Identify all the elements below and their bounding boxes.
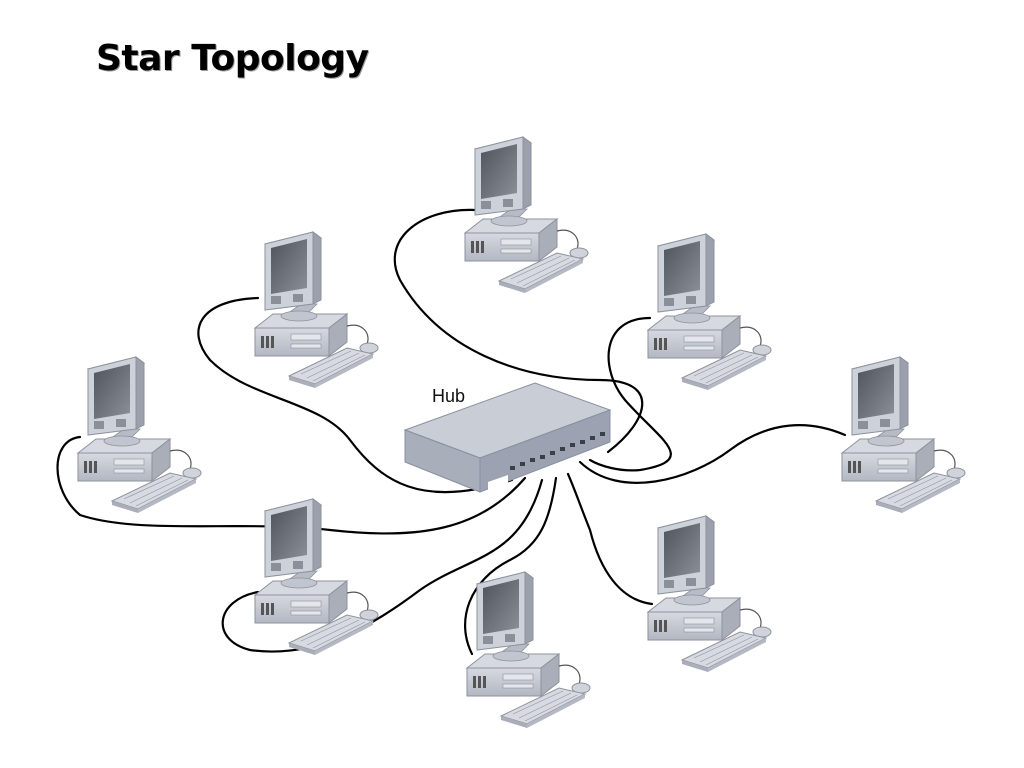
computer-right <box>841 356 966 514</box>
computer-bottom-center <box>466 571 591 729</box>
cable-bottom-center <box>464 476 558 656</box>
cable-right <box>578 424 847 484</box>
computer-lower-left <box>254 498 379 656</box>
page-title: Star Topology <box>96 38 369 79</box>
hub-ports <box>510 432 605 470</box>
cable-upper-right <box>588 316 672 472</box>
cable-upper-left <box>197 296 514 494</box>
computer-upper-right <box>647 233 772 391</box>
computer-lower-right <box>647 515 772 673</box>
computer-top-center <box>464 136 589 294</box>
hub-label: Hub <box>432 386 465 406</box>
hub <box>403 382 612 493</box>
cable-top-center <box>393 208 644 454</box>
computer-left <box>77 356 202 514</box>
cable-left <box>56 435 527 535</box>
computer-upper-left <box>254 231 379 389</box>
cable-lower-right <box>566 472 654 606</box>
